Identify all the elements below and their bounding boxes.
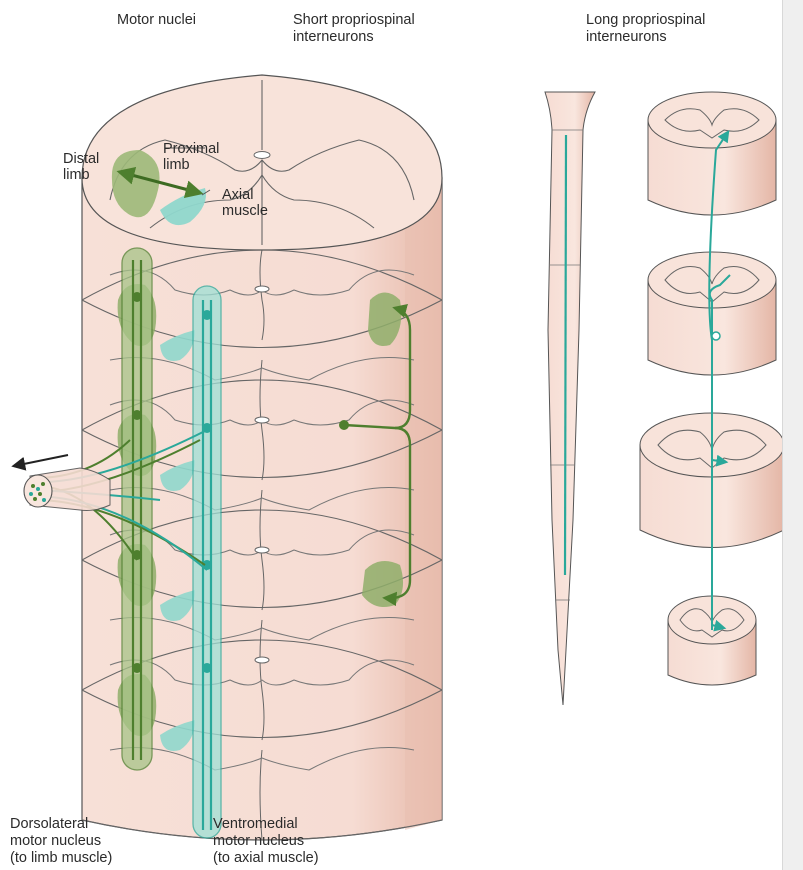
- label-long-propriospinal-line2: interneurons: [586, 29, 667, 45]
- label-proximal-line1: Proximal: [163, 141, 219, 157]
- label-axial-line2: muscle: [222, 203, 268, 219]
- label-dorsolateral-line3: (to limb muscle): [10, 850, 112, 866]
- label-dorsolateral-line2: motor nucleus: [10, 833, 101, 849]
- label-motor-nuclei: Motor nuclei: [117, 12, 196, 28]
- tapering-cord: [545, 92, 595, 705]
- label-dorsolateral-line1: Dorsolateral: [10, 816, 88, 832]
- long-propriospinal-segments: [640, 92, 782, 685]
- label-ventromedial-line3: (to axial muscle): [213, 850, 319, 866]
- label-ventromedial-line2: motor nucleus: [213, 833, 304, 849]
- label-short-propriospinal-line1: Short propriospinal: [293, 12, 415, 28]
- scrollbar[interactable]: [782, 0, 803, 870]
- label-short-propriospinal-line2: interneurons: [293, 29, 374, 45]
- label-proximal-line2: limb: [163, 157, 190, 173]
- label-ventromedial-line1: Ventromedial: [213, 816, 298, 832]
- spinal-cord-diagram: [0, 0, 782, 870]
- label-long-propriospinal-line1: Long propriospinal: [586, 12, 705, 28]
- label-distal-line2: limb: [63, 167, 90, 183]
- figure-panel: Motor nuclei Short propriospinal interne…: [0, 0, 782, 870]
- label-axial-line1: Axial: [222, 187, 253, 203]
- label-distal-line1: Distal: [63, 151, 99, 167]
